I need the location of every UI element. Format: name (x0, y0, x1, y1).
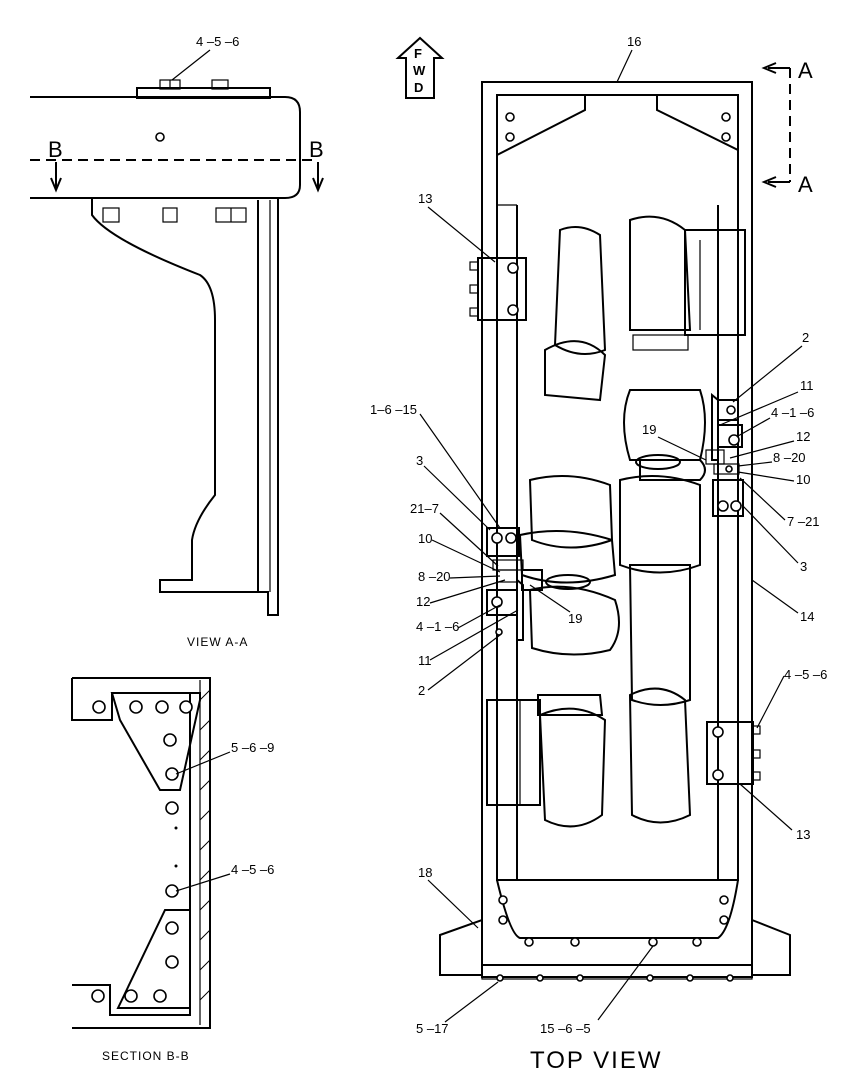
callout-8-20-right: 8 –20 (773, 450, 806, 465)
mount-13-top (477, 257, 527, 321)
section-bb: 5 –6 –9 4 –5 –6 SECTION B-B (71, 677, 274, 1063)
callout-2-left: 2 (418, 683, 425, 698)
gusset-left (496, 94, 586, 157)
top-view: F W D A A 16 13 (370, 34, 827, 1074)
view-arrow-a-bottom: A (798, 172, 813, 197)
view-arrow-a-top: A (798, 58, 813, 83)
caption-section-bb: SECTION B-B (102, 1049, 190, 1063)
callout-3-right: 3 (800, 559, 807, 574)
frame-outer (481, 81, 753, 978)
lower-left-block (486, 699, 541, 806)
bolt-holes (496, 895, 734, 982)
callout-4-1-6-right: 4 –1 –6 (771, 405, 814, 420)
callout-21-7: 21–7 (410, 501, 439, 516)
callout-12-left: 12 (416, 594, 430, 609)
foot-right (751, 918, 791, 976)
callout-4-5-6-section: 4 –5 –6 (231, 862, 274, 877)
callout-5-17: 5 –17 (416, 1021, 449, 1036)
callout-14: 14 (800, 609, 814, 624)
arrow-down-icon (50, 162, 62, 193)
mount-bracket (91, 198, 279, 616)
callout-4-5-6-view: 4 –5 –6 (196, 34, 239, 49)
section-mark-b-right: B (309, 137, 324, 162)
gusset-top (110, 692, 201, 791)
callout-3-left: 3 (416, 453, 423, 468)
callout-10-left: 10 (418, 531, 432, 546)
callout-19-right: 19 (642, 422, 656, 437)
fwd-letter-w: W (413, 63, 426, 78)
callout-11-right: 11 (800, 378, 814, 393)
callout-19-left: 19 (568, 611, 582, 626)
left-mount-assembly (486, 527, 524, 641)
arrow-down-icon (312, 162, 324, 193)
section-mark-b-left: B (48, 137, 63, 162)
callout-12-right: 12 (796, 429, 810, 444)
callout-8-20-left: 8 –20 (418, 569, 451, 584)
gusset-right (656, 94, 739, 152)
callout-13-bottom: 13 (796, 827, 810, 842)
view-aa: 4 –5 –6 B B VIEW A-A (30, 34, 324, 649)
caption-view-aa: VIEW A-A (187, 635, 248, 649)
callout-1-6-15: 1–6 –15 (370, 402, 417, 417)
callout-10-right: 10 (796, 472, 810, 487)
right-mount-assembly (705, 392, 744, 517)
fwd-letter-d: D (414, 80, 423, 95)
callout-18: 18 (418, 865, 432, 880)
callout-11-left: 11 (418, 653, 432, 668)
foot-left (439, 918, 483, 976)
frame-inner (496, 94, 739, 881)
turbo-assembly (518, 215, 746, 828)
fwd-letter-f: F (414, 46, 422, 61)
callout-13-top: 13 (418, 191, 432, 206)
callout-4-5-6-top-view: 4 –5 –6 (784, 667, 827, 682)
gusset-bottom (116, 909, 191, 1009)
callout-5-6-9: 5 –6 –9 (231, 740, 274, 755)
bolt-icon (102, 207, 247, 223)
hole (155, 132, 165, 142)
hatching (199, 689, 211, 1001)
callout-4-1-6-left: 4 –1 –6 (416, 619, 459, 634)
callout-16: 16 (627, 34, 641, 49)
bolt-icon (159, 79, 229, 90)
main-beam (30, 96, 301, 199)
fwd-arrow-icon (395, 36, 445, 99)
callout-2-right: 2 (802, 330, 809, 345)
callout-7-21: 7 –21 (787, 514, 820, 529)
bolt-holes (91, 700, 193, 1003)
caption-top-view: TOP VIEW (530, 1047, 662, 1074)
bottom-cradle (496, 879, 739, 939)
callout-15-6-5: 15 –6 –5 (540, 1021, 591, 1036)
